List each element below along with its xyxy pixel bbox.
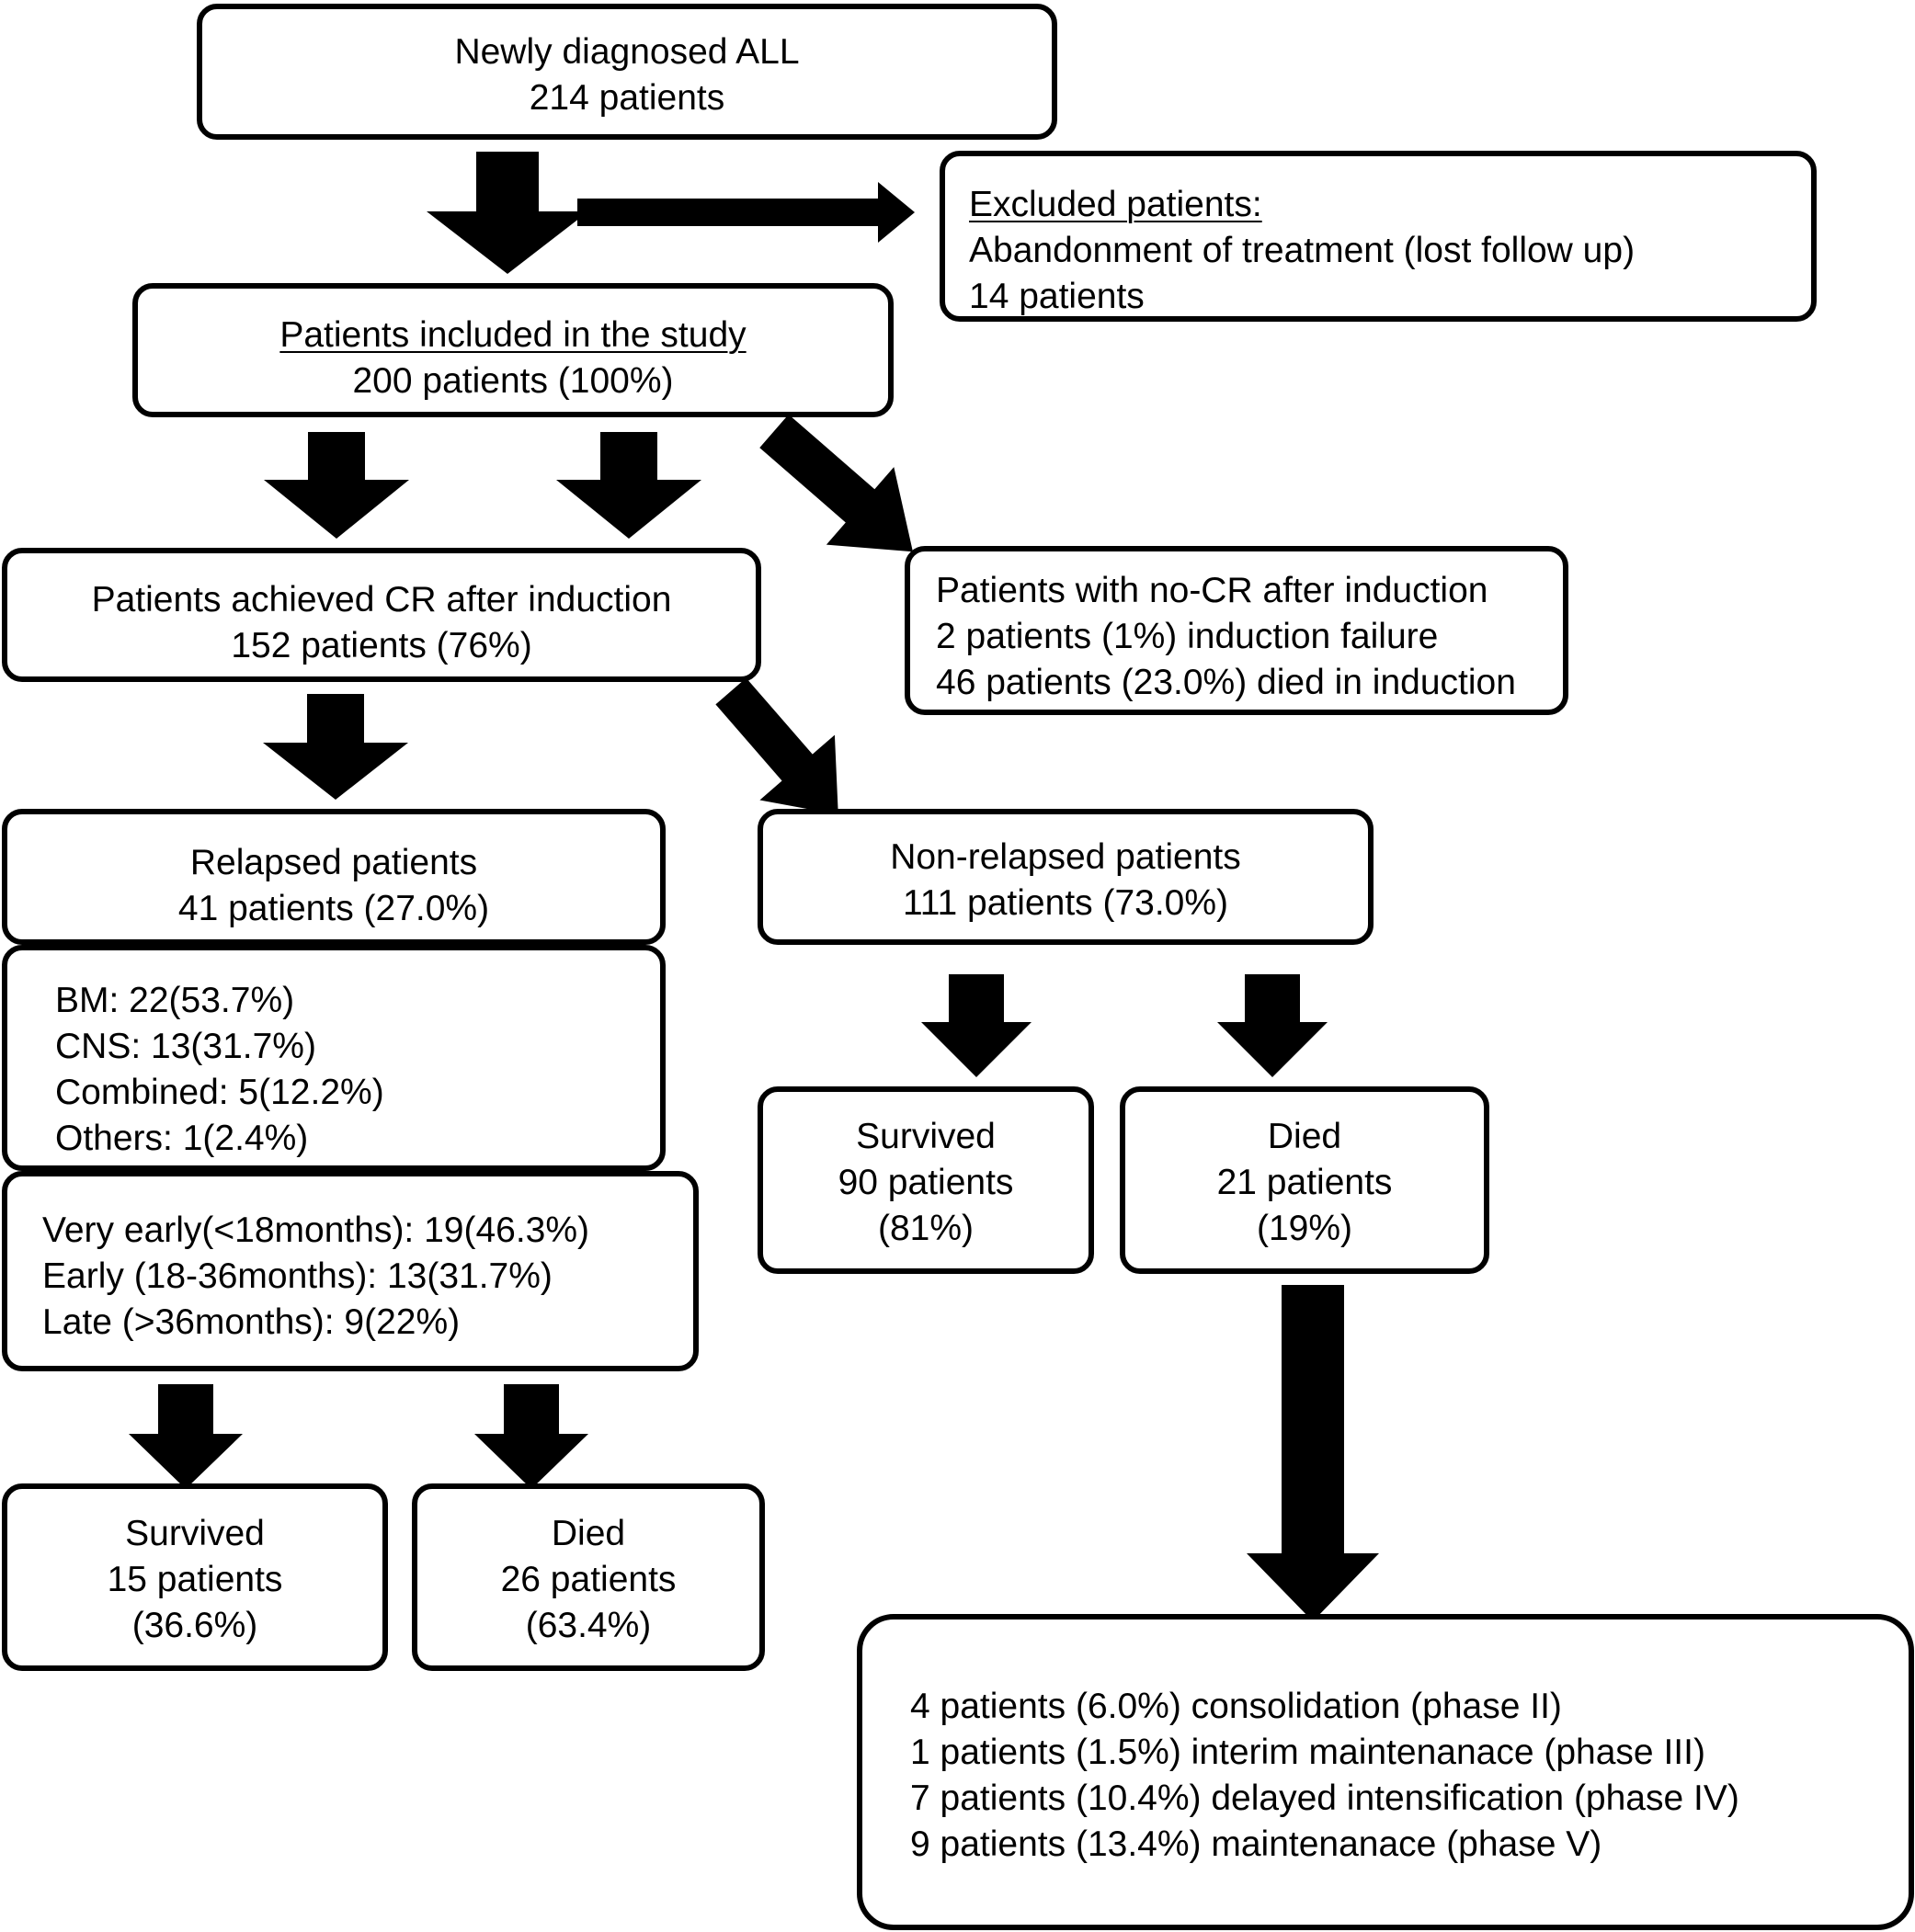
excluded-count: 14 patients: [969, 277, 1145, 316]
relapsed-survived-count: 15 patients: [107, 1560, 283, 1599]
arrow-to-excluded: [577, 182, 915, 243]
arrow-included-to-cr-right: [556, 432, 701, 539]
nonrelapsed-died-percent: (19%): [1256, 1209, 1353, 1248]
nonrelapsed-died-count: 21 patients: [1216, 1163, 1393, 1202]
nonrelapsed-died-title: Died: [1267, 1117, 1342, 1156]
relapsed-died-percent: (63.4%): [525, 1606, 652, 1645]
relapse-site-others: Others: 1(2.4%): [55, 1119, 309, 1158]
relapsed-died-title: Died: [551, 1514, 626, 1553]
arrow-nonrelapsed-to-died: [1217, 974, 1328, 1077]
nonrelapsed-survived-title: Survived: [856, 1117, 996, 1156]
nonrelapsed-title: Non-relapsed patients: [890, 837, 1241, 877]
excluded-box: Excluded patients: Abandonment of treatm…: [940, 151, 1817, 322]
included-box: Patients included in the study 200 patie…: [132, 283, 894, 417]
nonrelapsed-survived-box: Survived 90 patients (81%): [758, 1086, 1094, 1274]
excluded-heading: Excluded patients:: [969, 185, 1262, 224]
nonrelapsed-count: 111 patients (73.0%): [902, 883, 1229, 923]
death-phase-delayed-intensification: 7 patients (10.4%) delayed intensificati…: [910, 1779, 1739, 1818]
arrow-relapsed-to-survived: [129, 1384, 243, 1489]
relapsed-survived-percent: (36.6%): [131, 1606, 258, 1645]
death-phase-interim-maintenance: 1 patients (1.5%) interim maintenanace (…: [910, 1733, 1705, 1772]
relapsed-box: Relapsed patients 41 patients (27.0%): [2, 809, 666, 945]
death-phase-box: 4 patients (6.0%) consolidation (phase I…: [857, 1614, 1914, 1930]
arrow-cr-to-nonrelapsed: [715, 677, 838, 815]
relapsed-title: Relapsed patients: [189, 843, 478, 882]
nonrelapsed-died-box: Died 21 patients (19%): [1120, 1086, 1489, 1274]
diagnosed-title: Newly diagnosed ALL: [454, 32, 800, 72]
nonrelapsed-box: Non-relapsed patients 111 patients (73.0…: [758, 809, 1374, 945]
nocr-title: Patients with no-CR after induction: [936, 571, 1488, 610]
relapse-time-very-early: Very early(<18months): 19(46.3%): [42, 1210, 590, 1250]
included-heading: Patients included in the study: [279, 315, 747, 355]
arrow-included-to-nocr: [759, 414, 913, 552]
arrow-nonrelapsed-to-survived: [921, 974, 1032, 1077]
cr-box: Patients achieved CR after induction 152…: [2, 548, 761, 682]
cr-count: 152 patients (76%): [231, 626, 532, 665]
nonrelapsed-survived-percent: (81%): [877, 1209, 975, 1248]
death-phase-consolidation: 4 patients (6.0%) consolidation (phase I…: [910, 1687, 1562, 1726]
relapse-time-box: Very early(<18months): 19(46.3%) Early (…: [2, 1171, 699, 1371]
nocr-box: Patients with no-CR after induction 2 pa…: [905, 546, 1568, 715]
relapsed-survived-title: Survived: [125, 1514, 265, 1553]
diagnosed-box: Newly diagnosed ALL 214 patients: [197, 4, 1057, 140]
relapse-site-bm: BM: 22(53.7%): [55, 981, 295, 1020]
arrow-relapsed-to-died: [474, 1384, 588, 1489]
arrow-included-to-cr-left: [264, 432, 409, 539]
relapse-time-early: Early (18-36months): 13(31.7%): [42, 1256, 553, 1296]
excluded-reason: Abandonment of treatment (lost follow up…: [969, 231, 1636, 270]
included-count: 200 patients (100%): [352, 361, 674, 401]
relapse-time-late: Late (>36months): 9(22%): [42, 1302, 461, 1342]
arrow-cr-to-relapsed: [263, 694, 408, 800]
nocr-failure: 2 patients (1%) induction failure: [936, 617, 1439, 656]
diagnosed-count: 214 patients: [529, 78, 725, 118]
cr-title: Patients achieved CR after induction: [91, 580, 672, 619]
relapse-site-box: BM: 22(53.7%) CNS: 13(31.7%) Combined: 5…: [2, 945, 666, 1171]
death-phase-maintenance: 9 patients (13.4%) maintenanace (phase V…: [910, 1824, 1602, 1864]
arrow-diagnosed-to-included: [427, 152, 588, 274]
arrow-died-to-death-phase: [1247, 1285, 1379, 1621]
nonrelapsed-survived-count: 90 patients: [838, 1163, 1014, 1202]
nocr-died: 46 patients (23.0%) died in induction: [936, 663, 1516, 702]
relapsed-survived-box: Survived 15 patients (36.6%): [2, 1483, 388, 1671]
relapsed-died-count: 26 patients: [500, 1560, 677, 1599]
relapsed-died-box: Died 26 patients (63.4%): [412, 1483, 765, 1671]
relapsed-count: 41 patients (27.0%): [177, 889, 490, 928]
relapse-site-combined: Combined: 5(12.2%): [55, 1073, 384, 1112]
relapse-site-cns: CNS: 13(31.7%): [55, 1027, 316, 1066]
